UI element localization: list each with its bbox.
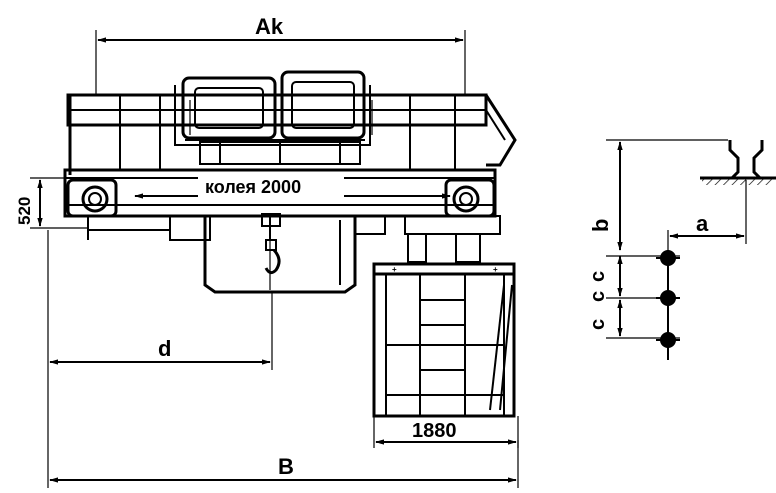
c2-label: c — [587, 291, 609, 302]
ak-label: Ak — [255, 14, 284, 39]
crane-body: + + — [63, 70, 517, 418]
b-side-label: b — [588, 219, 613, 232]
b-total-label: B — [278, 454, 294, 479]
right-end-truck — [444, 178, 496, 218]
c1-label: c — [587, 271, 609, 282]
trolley-machinery — [174, 70, 373, 165]
c3-label: c — [587, 319, 609, 330]
kolea-label: колея 2000 — [205, 177, 301, 197]
dimension-d: d — [47, 230, 273, 488]
dimension-1880: 1880 — [373, 416, 519, 448]
dimension-520: 520 — [15, 177, 88, 229]
svg-text:+: + — [392, 265, 397, 274]
dimension-kolea: колея 2000 — [134, 176, 451, 199]
w1880-label: 1880 — [412, 420, 457, 442]
dimension-ak: Ak — [95, 14, 466, 95]
dimension-b-total: B — [49, 440, 519, 488]
collector-2 — [656, 290, 680, 306]
collector-3 — [656, 332, 680, 348]
rail-detail: b a c c c — [587, 139, 776, 360]
hook-block — [203, 213, 357, 294]
collector-1 — [656, 250, 680, 266]
d-label: d — [158, 336, 171, 361]
left-end-truck — [66, 178, 118, 218]
a-label: a — [696, 211, 709, 236]
svg-text:+: + — [493, 265, 498, 274]
operator-cabin: + + — [372, 233, 516, 418]
h520-label: 520 — [15, 197, 34, 225]
